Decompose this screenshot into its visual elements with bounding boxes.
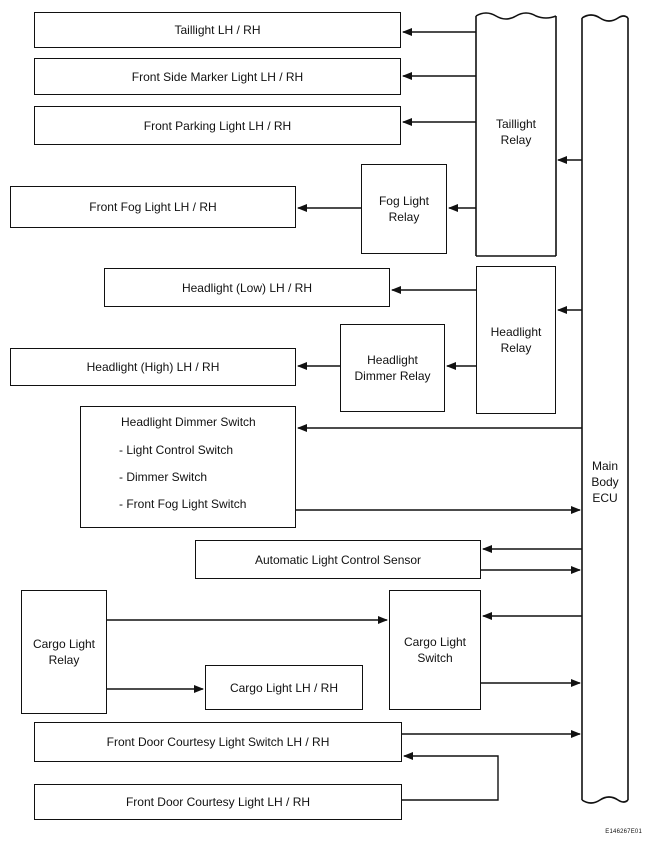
door-courtesy-light-box: Front Door Courtesy Light LH / RH [34,784,402,820]
ecu-column [581,14,629,804]
main-body-ecu-label: Main Body ECU [591,459,619,505]
taillight-output-box: Taillight LH / RH [34,12,401,48]
headlight-high-label: Headlight (High) LH / RH [86,360,220,374]
cargo-light-relay-label: Cargo Light Relay [32,637,96,667]
cargo-light-switch-box: Cargo Light Switch [389,590,481,710]
front-fog-label: Front Fog Light LH / RH [89,200,217,214]
dimmer-switch-title: Headlight Dimmer Switch [121,415,256,429]
headlight-low-label: Headlight (Low) LH / RH [181,280,313,295]
headlight-relay-label: Headlight Relay [490,325,542,355]
headlight-dimmer-relay-box: Headlight Dimmer Relay [340,324,445,412]
headlight-low-box: Headlight (Low) LH / RH [104,268,390,307]
front-fog-switch-item: - Front Fog Light Switch [119,497,247,511]
cargo-light-switch-label: Cargo Light Switch [403,635,467,665]
taillight-label: Taillight LH / RH [174,23,261,37]
auto-light-sensor-box: Automatic Light Control Sensor [195,540,481,579]
auto-light-sensor-label: Automatic Light Control Sensor [254,552,422,567]
cargo-light-relay-box: Cargo Light Relay [21,590,107,714]
headlight-relay-box: Headlight Relay [476,266,556,414]
cargo-light-label: Cargo Light LH / RH [229,680,339,695]
light-control-switch-item: - Light Control Switch [119,443,234,457]
door-courtesy-light-label: Front Door Courtesy Light LH / RH [125,795,311,809]
figure-code: E146267E01 [605,829,642,835]
cargo-light-box: Cargo Light LH / RH [205,665,363,710]
headlight-dimmer-switch-box: Headlight Dimmer Switch - Light Control … [80,406,296,528]
dimmer-switch-item: - Dimmer Switch [119,470,208,484]
headlight-dimmer-relay-label: Headlight Dimmer Relay [354,353,431,383]
taillight-relay-label: Taillight Relay [495,117,537,147]
front-fog-box: Front Fog Light LH / RH [10,186,296,228]
front-parking-box: Front Parking Light LH / RH [34,106,401,145]
front-side-marker-label: Front Side Marker Light LH / RH [131,69,304,84]
door-courtesy-switch-label: Front Door Courtesy Light Switch LH / RH [106,735,330,749]
headlight-high-box: Headlight (High) LH / RH [10,348,296,386]
fog-light-relay-label: Fog Light Relay [378,194,430,224]
front-parking-label: Front Parking Light LH / RH [143,118,292,133]
door-courtesy-switch-box: Front Door Courtesy Light Switch LH / RH [34,722,402,762]
taillight-relay-frame [475,12,557,257]
front-side-marker-box: Front Side Marker Light LH / RH [34,58,401,95]
fog-light-relay-box: Fog Light Relay [361,164,447,254]
